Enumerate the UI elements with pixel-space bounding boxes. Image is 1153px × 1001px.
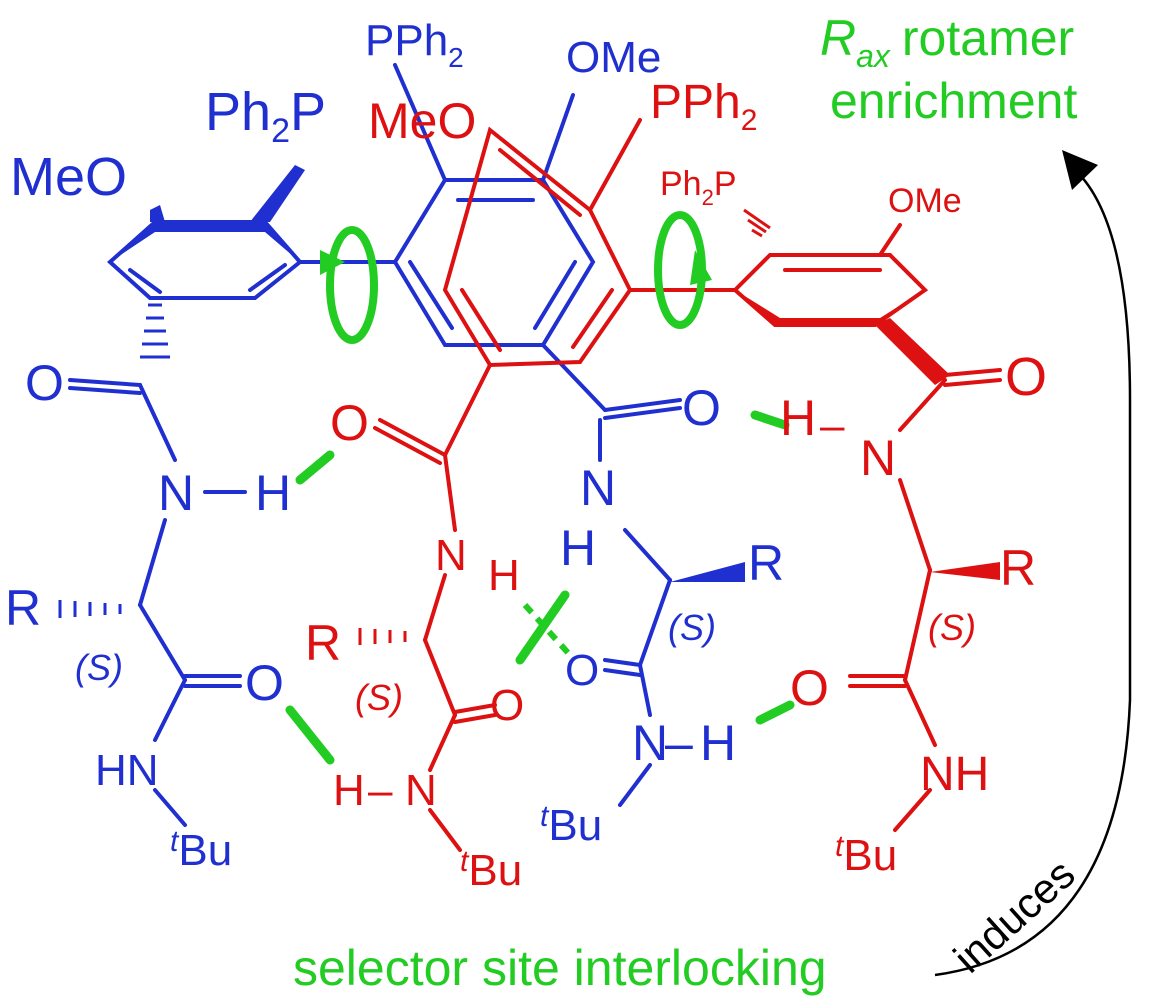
red-central-ring (442, 126, 633, 368)
red-tbu-1: tBu (460, 845, 522, 895)
blue-strand-bonds (58, 63, 745, 827)
red-r-1: R (305, 615, 341, 671)
ph2p-right-label: Ph2P (660, 165, 737, 210)
blue-amide-o-4: O (565, 646, 599, 695)
hydrogen-bond-markers (285, 410, 795, 765)
rotation-arrows (320, 211, 712, 344)
blue-central-ring (392, 178, 596, 347)
induces-arrow-icon (934, 150, 1132, 977)
blue-stereo-2: (S) (668, 607, 716, 648)
red-stereo-1: (S) (355, 677, 403, 718)
blue-r-2: R (748, 535, 784, 591)
red-amide-o-1: O (330, 395, 369, 451)
red-stereo-2: (S) (928, 607, 976, 648)
enrichment-label: enrichment (830, 73, 1077, 129)
red-dash-2: – (820, 401, 845, 450)
red-r-2: R (1000, 540, 1036, 596)
blue-amide-o-2: O (245, 655, 284, 711)
blue-amide-o-3: O (682, 380, 721, 436)
blue-stereo-1: (S) (75, 647, 123, 688)
red-n-1: N (435, 531, 467, 580)
selector-site-label: selector site interlocking (293, 940, 827, 996)
blue-h-3: H (700, 715, 736, 771)
meo-center-label: MeO (368, 93, 476, 149)
red-strand-bonds (358, 118, 1002, 852)
red-n-3: N (860, 430, 896, 486)
blue-labels: PPh2 OMe Ph2P MeO O N H R (S) O HN tBu O… (5, 16, 784, 875)
blue-hn-1: HN (95, 746, 159, 795)
red-labels: MeO PPh2 Ph2P OMe O N H R (S) O H – N tB… (305, 76, 1047, 895)
ph2p-left-label: Ph2P (205, 82, 326, 150)
blue-n-2: N (580, 460, 616, 516)
induces-label: induces (945, 850, 1084, 982)
ome-right-label: OMe (888, 182, 962, 220)
red-amide-o-4: O (790, 660, 829, 716)
left-rotation-arrow-icon (326, 226, 378, 344)
red-tbu-2: tBu (835, 830, 897, 880)
red-n-2: N (405, 766, 437, 815)
pph2-top-label: PPh2 (365, 16, 464, 73)
red-amide-o-3: O (1005, 347, 1047, 407)
blue-tbu-1: tBu (170, 825, 232, 875)
red-nh-1: NH (920, 748, 989, 801)
blue-h-2: H (560, 520, 596, 576)
blue-n-3: N (632, 715, 668, 771)
pph2-red-label: PPh2 (650, 76, 757, 137)
blue-n-1: N (158, 465, 194, 521)
red-h-3: H (780, 390, 816, 446)
blue-dash-1: – (665, 715, 693, 771)
red-amide-o-2: O (490, 681, 524, 730)
blue-tbu-2: tBu (540, 800, 602, 850)
red-h-1: H (488, 551, 520, 600)
meo-left-label: MeO (10, 147, 127, 207)
red-dash-1: – (368, 766, 393, 815)
blue-r-1: R (5, 580, 41, 636)
red-h-2: H (333, 766, 365, 815)
ome-top-label: OMe (566, 33, 661, 82)
blue-h-1: H (255, 465, 291, 521)
blue-amide-o-1: O (25, 355, 64, 411)
